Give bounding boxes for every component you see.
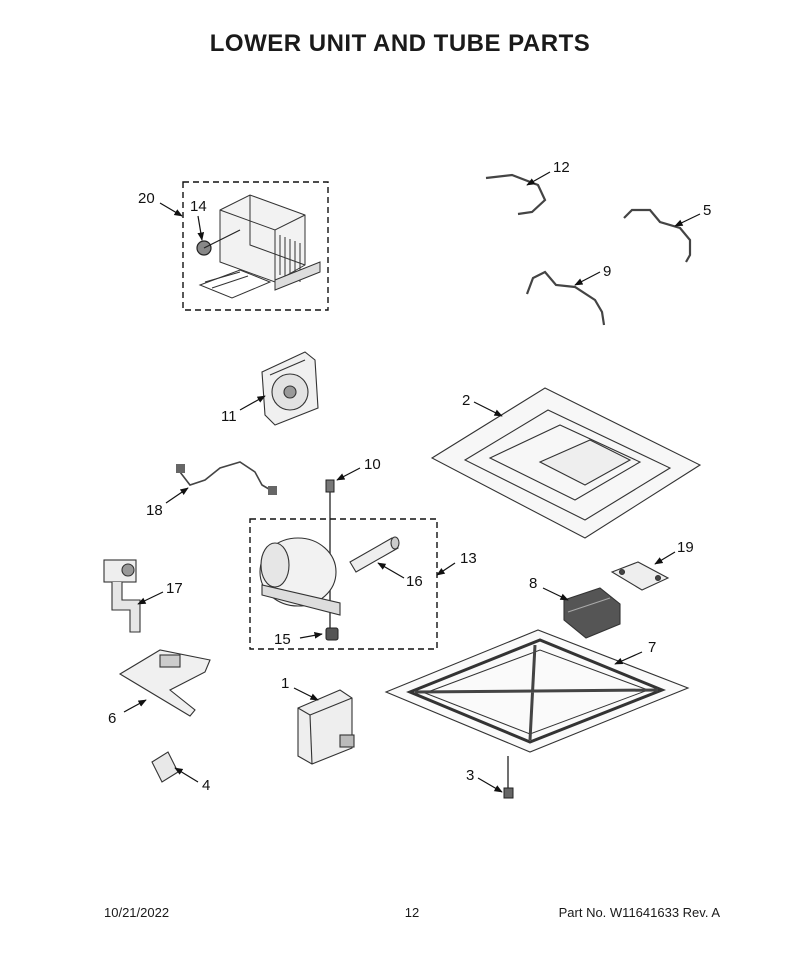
compressor-part: [259, 537, 341, 616]
relay-part: [563, 587, 621, 639]
tube-part-5: [623, 208, 692, 263]
wire-harness-part: [179, 461, 275, 493]
callout-19: 19: [677, 539, 694, 556]
drain-pan-part: [384, 629, 690, 753]
tube-part-12: [485, 173, 547, 216]
callout-5: 5: [703, 202, 711, 219]
callout-9: 9: [603, 263, 611, 280]
callout-1: 1: [281, 675, 289, 692]
bracket-part: [118, 649, 211, 717]
screw-part-3: [503, 756, 514, 799]
mount-grommet-part: [325, 627, 339, 641]
callout-10: 10: [364, 456, 381, 473]
compressor-group-box: [249, 518, 438, 650]
page-title: LOWER UNIT AND TUBE PARTS: [209, 30, 591, 57]
condenser-part: [198, 194, 321, 299]
condenser-group-box: [182, 181, 329, 311]
tube-part-9: [525, 270, 606, 326]
footer-part-number: Part No. W11641633 Rev. A: [558, 905, 720, 920]
fan-assembly-part: [261, 351, 319, 426]
callout-15: 15: [274, 631, 291, 648]
inverter-board-part: [297, 689, 355, 765]
drain-fitting-part: [103, 559, 141, 633]
callout-8: 8: [529, 575, 537, 592]
footer-page-number: 12: [404, 905, 420, 920]
spacer-part: [151, 751, 179, 783]
callout-18: 18: [146, 502, 163, 519]
callout-20: 20: [138, 190, 155, 207]
base-plate-part: [430, 387, 702, 539]
mounting-bracket-part: [610, 561, 670, 591]
callout-14: 14: [190, 198, 207, 215]
callout-12: 12: [553, 159, 570, 176]
callout-16: 16: [406, 573, 423, 590]
callout-17: 17: [166, 580, 183, 597]
callout-7: 7: [648, 639, 656, 656]
callout-4: 4: [202, 777, 210, 794]
footer-date: 10/21/2022: [104, 905, 170, 920]
leader-lines: [123, 171, 701, 793]
callout-2: 2: [462, 392, 470, 409]
callout-11: 11: [221, 408, 237, 425]
filter-drier-part: [349, 536, 400, 573]
callout-6: 6: [108, 710, 116, 727]
callout-3: 3: [466, 767, 474, 784]
callout-13: 13: [460, 550, 477, 567]
